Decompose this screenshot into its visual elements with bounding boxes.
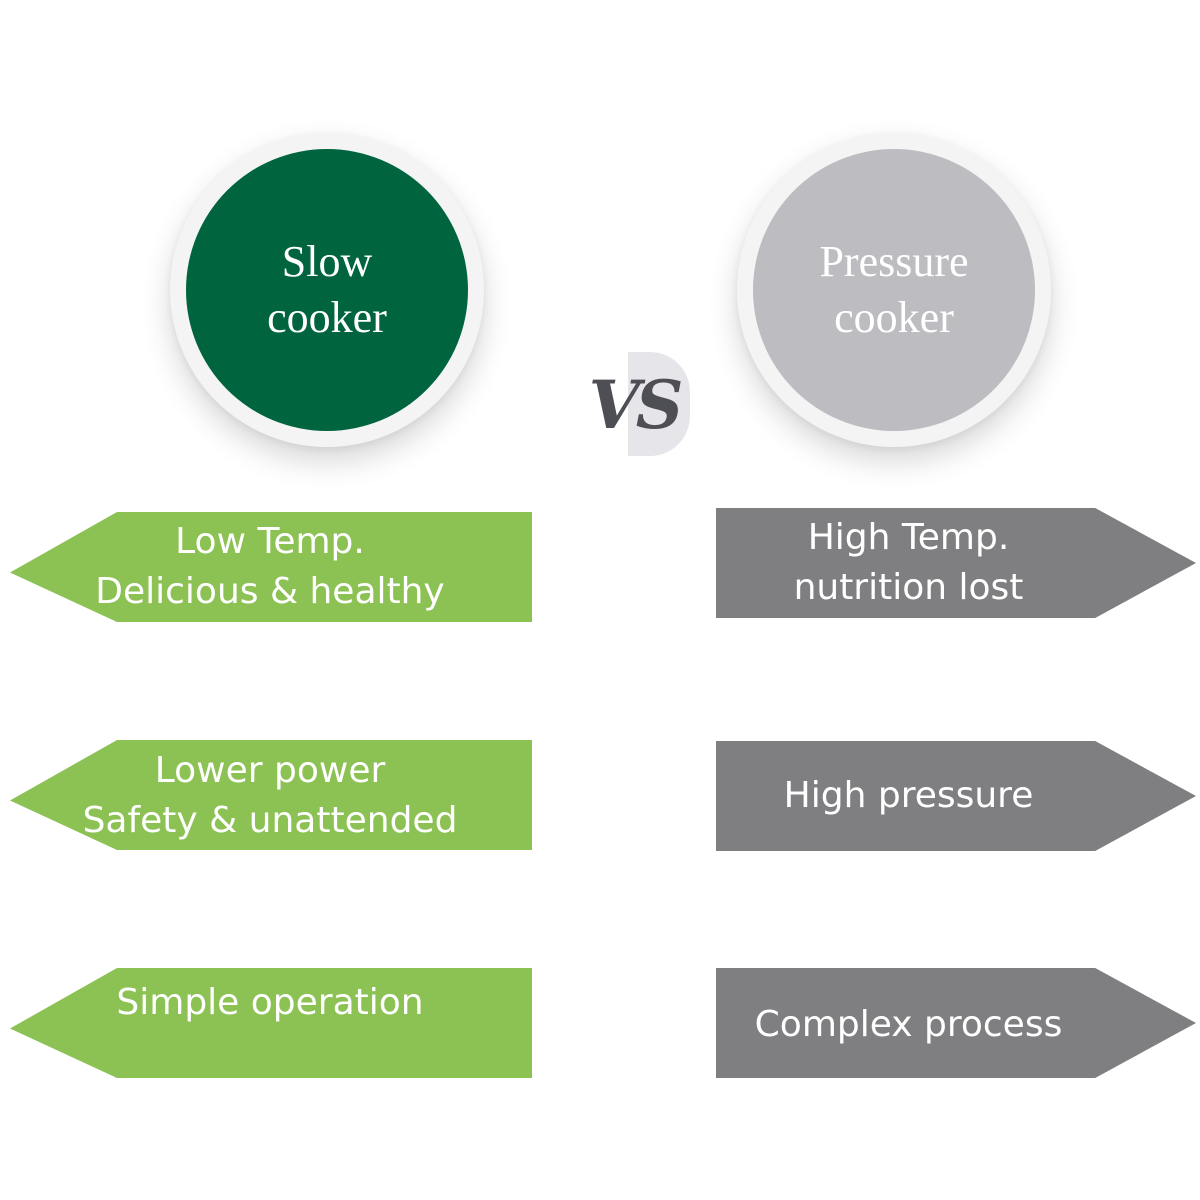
- right-arrow-shape: [716, 968, 1196, 1078]
- slow-cooker-point-2: Lower power Safety & unattended: [10, 740, 532, 850]
- pressure-cooker-point-3: Complex process: [716, 968, 1196, 1078]
- slow-cooker-point-1-text: Low Temp. Delicious & healthy: [95, 521, 445, 612]
- slow-cooker-point-2-text: Lower power Safety & unattended: [82, 750, 458, 841]
- right-arrow-shape: [716, 508, 1196, 618]
- slow-cooker-point-3-text: Simple operation: [116, 982, 424, 1023]
- vs-label: VS: [588, 366, 684, 444]
- slow-cooker-point-1: Low Temp. Delicious & healthy: [10, 512, 532, 622]
- pressure-cooker-title: Pressure cooker: [819, 237, 969, 342]
- pressure-cooker-point-1: High Temp. nutrition lost: [716, 508, 1196, 618]
- left-arrow-shape: [10, 740, 532, 850]
- slow-cooker-circle: Slow cooker: [186, 149, 468, 431]
- slow-cooker-title: Slow cooker: [267, 237, 387, 342]
- pressure-cooker-circle-ring: Pressure cooker: [737, 133, 1051, 447]
- pressure-cooker-point-3-text: Complex process: [754, 1004, 1063, 1045]
- right-arrow-shape: [716, 741, 1196, 851]
- pressure-cooker-circle: Pressure cooker: [753, 149, 1035, 431]
- left-arrow-shape: [10, 512, 532, 622]
- pressure-cooker-point-2: High pressure: [716, 741, 1196, 851]
- slow-cooker-circle-ring: Slow cooker: [170, 133, 484, 447]
- pressure-cooker-point-1-text: High Temp. nutrition lost: [793, 517, 1024, 608]
- vs-backdrop: [628, 352, 690, 456]
- pressure-cooker-point-2-text: High pressure: [783, 775, 1034, 816]
- slow-cooker-point-3: Simple operation: [10, 968, 532, 1078]
- left-arrow-shape: [10, 968, 532, 1078]
